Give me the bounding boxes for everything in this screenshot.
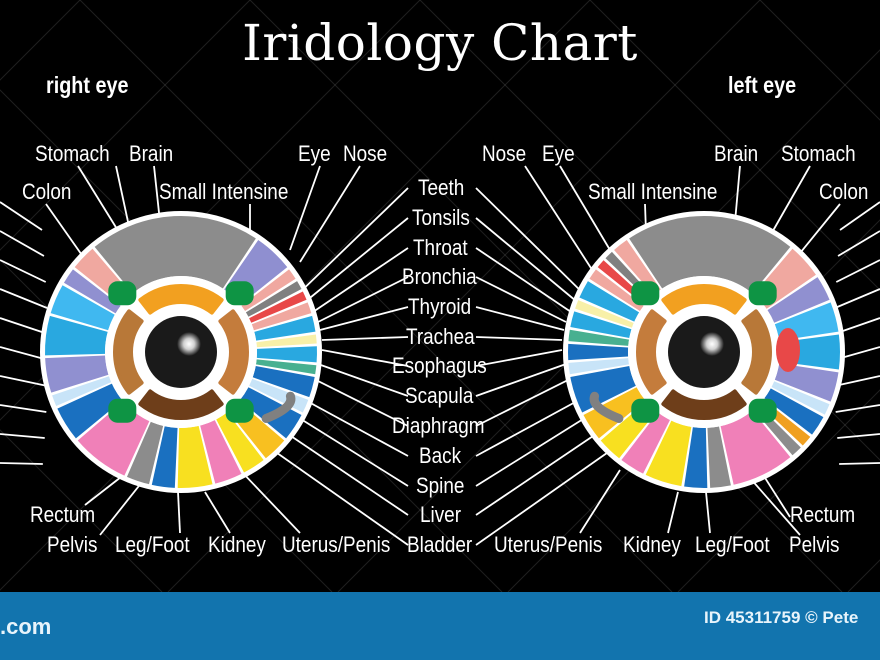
center-label-scapula: Scapula (405, 383, 474, 408)
left-label-nose: Nose (482, 141, 527, 166)
center-label-trachea: Trachea (406, 324, 475, 349)
right-label-small-intestine: Small Intensine (159, 179, 289, 204)
center-label-throat: Throat (413, 235, 468, 260)
center-label-back: Back (419, 443, 462, 468)
center-label-diaphragm: Diaphragm (392, 413, 485, 438)
iris-diagrams (0, 165, 880, 546)
left-label-stomach: Stomach (781, 141, 856, 166)
center-label-thyroid: Thyroid (408, 294, 472, 319)
left-label-uterus-penis: Uterus/Penis (494, 532, 603, 557)
left-label-brain: Brain (714, 141, 759, 166)
center-label-tonsils: Tonsils (412, 205, 470, 230)
footer-credit: ID 45311759 © Pete (704, 608, 859, 627)
stock-footer-bar: .com ID 45311759 © Pete (0, 592, 880, 660)
left-label-eye: Eye (542, 141, 575, 166)
left-label-colon: Colon (819, 179, 869, 204)
right-label-nose: Nose (343, 141, 388, 166)
right-label-pelvis: Pelvis (47, 532, 98, 557)
left-label-small-intestine: Small Intensine (588, 179, 718, 204)
center-label-spine: Spine (416, 473, 465, 498)
left-label-kidney: Kidney (623, 532, 681, 557)
right-label-kidney: Kidney (208, 532, 266, 557)
right-label-leg-foot: Leg/Foot (115, 532, 190, 557)
chart-canvas: Iridology Chart right eye left eye Stoma… (0, 0, 880, 592)
right-label-brain: Brain (129, 141, 174, 166)
center-label-bronchia: Bronchia (402, 264, 477, 289)
left-label-pelvis: Pelvis (789, 532, 840, 557)
right-label-stomach: Stomach (35, 141, 110, 166)
left-label-leg-foot: Leg/Foot (695, 532, 770, 557)
left-eye-heading: left eye (728, 72, 797, 98)
footer-site[interactable]: .com (0, 614, 52, 639)
right-iris (40, 211, 322, 493)
center-label-bladder: Bladder (407, 532, 473, 557)
left-iris (563, 211, 845, 493)
left-label-rectum: Rectum (790, 502, 856, 527)
right-label-uterus-penis: Uterus/Penis (282, 532, 391, 557)
leader-lines (0, 165, 880, 546)
right-label-colon: Colon (22, 179, 72, 204)
right-label-rectum: Rectum (30, 502, 96, 527)
right-label-eye: Eye (298, 141, 331, 166)
center-label-liver: Liver (420, 502, 462, 527)
chart-title: Iridology Chart (242, 14, 638, 72)
center-label-esophagus: Esophagus (392, 353, 487, 378)
right-eye-heading: right eye (46, 72, 129, 98)
center-label-teeth: Teeth (418, 175, 465, 200)
